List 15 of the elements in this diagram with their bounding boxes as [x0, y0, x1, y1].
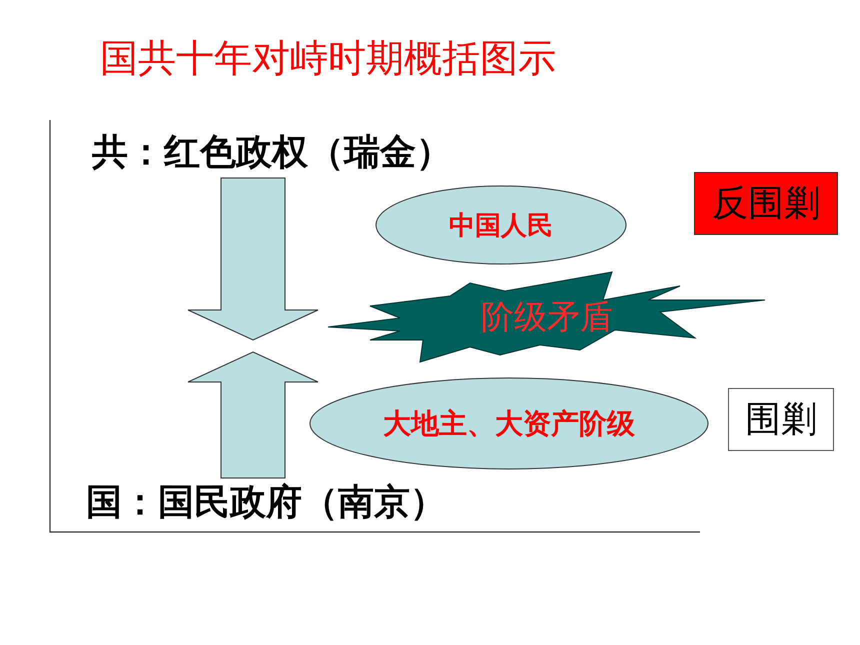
heading-text: 共：红色政权（瑞金）: [92, 130, 452, 174]
starburst-shape: [326, 270, 768, 365]
ellipse-shape: [309, 377, 709, 470]
label-box: [694, 172, 838, 235]
heading-text: 国：国民政府（南京）: [86, 480, 446, 524]
node-label: 围剿: [745, 398, 817, 442]
block-arrow: [188, 178, 318, 341]
label-box: [728, 388, 834, 451]
node-label: 大地主、大资产阶级: [383, 406, 635, 442]
node-label: 阶级矛盾: [481, 296, 613, 338]
title: 国共十年对峙时期概括图示: [100, 36, 556, 82]
ellipse-shape: [375, 185, 627, 265]
node-label: 反围剿: [712, 182, 820, 226]
node-label: 中国人民: [449, 210, 553, 242]
block-arrow: [188, 351, 318, 478]
